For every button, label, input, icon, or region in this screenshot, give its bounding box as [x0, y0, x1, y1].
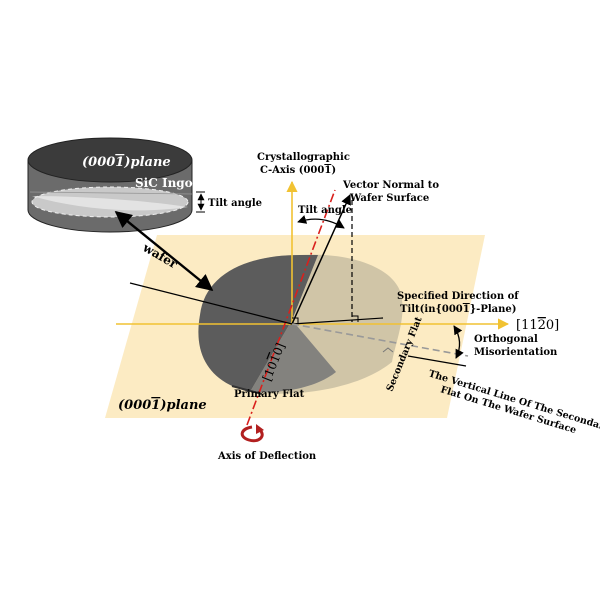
ingot-tilt-label: Tilt angle — [208, 198, 262, 209]
specified-direction-label-1: Specified Direction of — [397, 291, 519, 302]
primary-flat-edge — [231, 385, 263, 395]
direction-1010-label: [1010] — [260, 341, 288, 383]
normal-label-1: Vector Normal to — [342, 180, 439, 191]
specified-direction-label-2: Tilt(in{0001}-Plane) — [400, 304, 516, 315]
c-axis-label-1: Crystallographic — [257, 152, 350, 163]
orthogonal-label-1: Orthogonal — [474, 334, 538, 345]
primary-flat-label: Primary Flat — [234, 389, 305, 400]
secondary-flat-line — [407, 355, 467, 367]
tilt-angle-label: Tilt angle — [298, 205, 352, 216]
normal-label-2: Wafer Surface — [349, 193, 429, 204]
c-axis-label-2: C-Axis (0001) — [260, 165, 336, 176]
orthogonal-arc — [453, 325, 464, 359]
direction-1120-label: [1120] — [516, 318, 559, 333]
sic-ingot — [27, 137, 193, 233]
deflection-label: Axis of Deflection — [217, 451, 317, 462]
tilt-angle-arc — [297, 215, 345, 229]
deflection-rotation-icon — [240, 424, 264, 443]
ingot-plane-label: (0001)plane — [82, 155, 171, 170]
orthogonal-label-2: Misorientation — [474, 347, 558, 358]
ingot-name: SiC Ingot — [135, 176, 199, 190]
secondary-flat-perpendicular — [291, 323, 469, 357]
deflection-axis — [246, 189, 336, 426]
wafer-arrow — [114, 210, 214, 292]
specified-direction-line — [291, 317, 384, 325]
plane-label: (0001)plane — [118, 398, 207, 413]
